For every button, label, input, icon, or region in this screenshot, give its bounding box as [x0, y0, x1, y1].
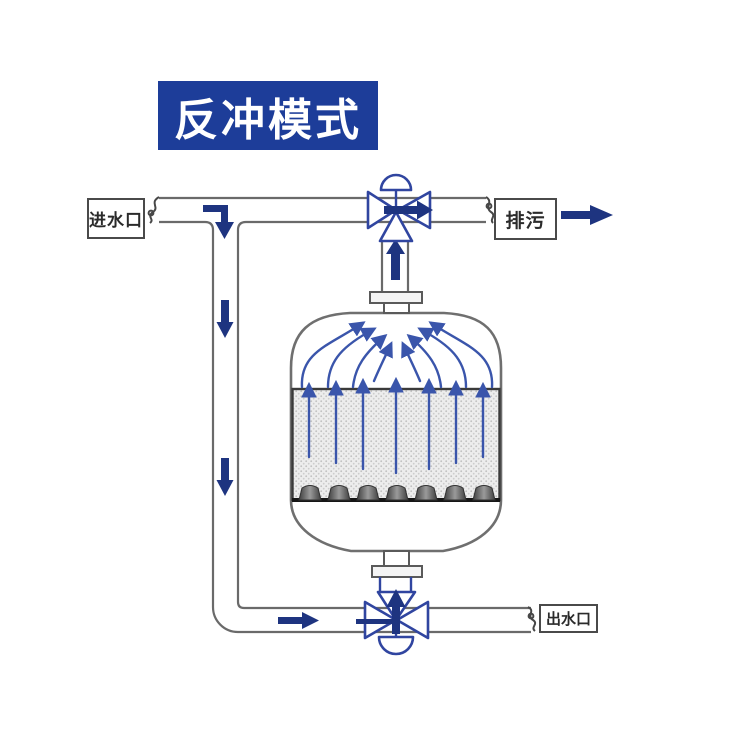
nozzle-icon: [298, 485, 322, 501]
mode-title: 反冲模式: [158, 81, 378, 150]
valve-actuator-dome: [377, 635, 415, 656]
pipe-break-loop: [147, 209, 155, 217]
drain-out-arrow: [561, 205, 613, 225]
pipe-network: [159, 196, 531, 634]
up-arrow-riser: [386, 239, 405, 280]
valve-port-left: [366, 190, 398, 230]
dome-converging-arrows: [300, 321, 494, 389]
flanges: [369, 291, 423, 578]
pipe-break-loop: [527, 612, 535, 620]
down-arrow: [216, 458, 234, 496]
valve-to-tank-pipe: [380, 238, 410, 292]
drain-label: 排污: [494, 198, 557, 240]
down-arrow: [216, 300, 234, 338]
three-way-valve-bottom: [356, 577, 430, 656]
valve-actuator-dome: [379, 173, 413, 192]
right-arrow: [278, 612, 319, 629]
mode-title-text: 反冲模式: [174, 95, 362, 145]
converge-arrow: [401, 341, 422, 383]
inlet-riser-inner-wall: [236, 220, 531, 610]
valve-flow-up-arrow: [386, 589, 406, 634]
navy-flow-arrows: [203, 205, 613, 629]
outlet-label-text: 出水口: [545, 611, 591, 628]
converge-arrow: [406, 333, 443, 389]
converge-arrow: [300, 321, 366, 389]
converge-arrow: [428, 321, 494, 389]
valve-port-bottom: [378, 210, 414, 243]
converge-arrow: [372, 341, 393, 383]
nozzle-icon: [327, 485, 351, 501]
pipe-break-symbols: [147, 196, 537, 632]
pipe-break-icon: [527, 606, 537, 632]
nozzle-icon: [385, 485, 409, 501]
nozzle-icon: [443, 485, 467, 501]
valve-flow-right-arrow: [384, 200, 433, 220]
inlet-riser-outer-wall: [159, 220, 531, 634]
bed-upflow-arrows: [301, 376, 491, 475]
valve-port-right: [395, 600, 430, 640]
nozzle-icon: [414, 485, 438, 501]
inlet-label-text: 进水口: [89, 211, 143, 230]
three-way-valve-top: [366, 173, 433, 243]
valve-flow-horizontal: [356, 619, 394, 624]
nozzle-icon: [472, 485, 496, 501]
tank-top-flange: [369, 291, 423, 304]
distributor-nozzles: [298, 485, 496, 501]
drain-label-text: 排污: [505, 210, 546, 232]
pipe-break-icon: [485, 196, 495, 224]
converge-arrow: [417, 327, 468, 389]
converge-arrow: [326, 327, 377, 389]
nozzle-icon: [356, 485, 380, 501]
outlet-label: 出水口: [539, 604, 598, 633]
tank-bottom-stub: [383, 550, 410, 567]
tank-bottom-flange: [371, 565, 423, 578]
pipe-break-loop: [485, 202, 493, 210]
converge-arrow: [351, 333, 388, 389]
tee-down-arrow: [203, 205, 234, 239]
inlet-label: 进水口: [87, 198, 145, 239]
